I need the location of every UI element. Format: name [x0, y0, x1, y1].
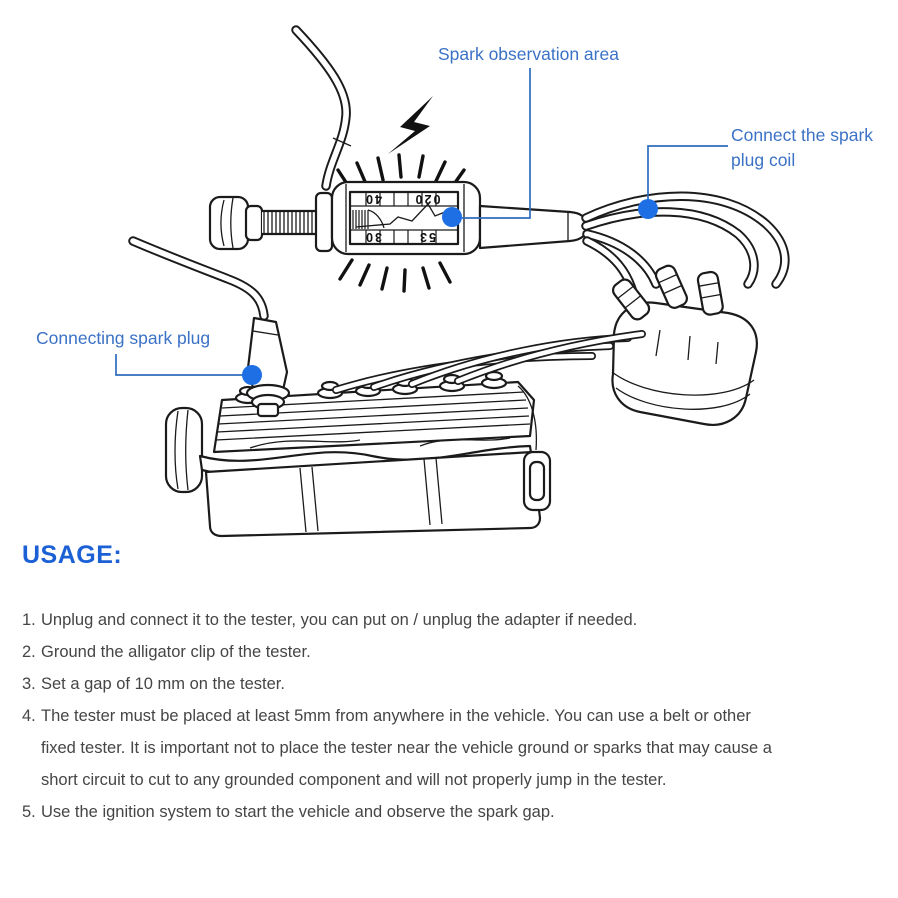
usage-item-3: 3. Set a gap of 10 mm on the tester.	[22, 668, 872, 700]
usage-item-text: Use the ignition system to start the veh…	[41, 803, 555, 821]
usage-item-number: 2.	[22, 643, 36, 661]
usage-item-2: 2. Ground the alligator clip of the test…	[22, 636, 872, 668]
usage-item-text: fixed tester. It is important not to pla…	[41, 739, 772, 757]
gauge-window: 40 020 30 53	[348, 190, 460, 246]
pointer-dot-observation	[442, 207, 462, 227]
distributor-cap	[611, 264, 758, 426]
usage-item-1: 1. Unplug and connect it to the tester, …	[22, 604, 872, 636]
pointer-dot-plug	[242, 365, 262, 385]
callout-leaders	[115, 68, 728, 385]
lightning-bolt-icon	[388, 96, 433, 154]
pointer-dot-coil	[638, 199, 658, 219]
usage-heading: USAGE:	[22, 541, 123, 569]
label-connect-coil-line1: Connect the spark	[731, 125, 874, 145]
label-connecting-spark-plug: Connecting spark plug	[36, 328, 211, 348]
ignition-wires	[332, 330, 646, 394]
tester-nozzle	[478, 204, 589, 250]
gauge-scale-top-left: 40	[364, 192, 382, 206]
spark-tester-diagram: 40 020 30 53	[115, 25, 790, 538]
gauge-scale-bottom-right: 53	[418, 230, 436, 244]
usage-item-text: Unplug and connect it to the tester, you…	[41, 611, 638, 629]
label-connect-spark-plug-coil: Connect the spark plug coil	[731, 123, 873, 173]
gauge-scale-bottom-left: 30	[364, 230, 382, 244]
gauge-scale-top-right: 020	[414, 192, 441, 206]
engine-block	[164, 330, 646, 538]
usage-item-text: short circuit to cut to any grounded com…	[41, 771, 667, 789]
usage-item-number: 1.	[22, 611, 36, 629]
usage-item-text: The tester must be placed at least 5mm f…	[41, 707, 751, 725]
coil-wires	[581, 191, 790, 301]
usage-item-text: Set a gap of 10 mm on the tester.	[41, 675, 285, 693]
usage-item-number: 5.	[22, 803, 36, 821]
usage-item-number: 3.	[22, 675, 36, 693]
spark-rays	[336, 153, 466, 293]
spark-plug-assembly	[128, 236, 291, 418]
usage-item-4: 4. The tester must be placed at least 5m…	[22, 700, 872, 796]
usage-item-text: Ground the alligator clip of the tester.	[41, 643, 311, 661]
label-connect-coil-line2: plug coil	[731, 150, 796, 170]
label-spark-observation-area: Spark observation area	[438, 44, 619, 64]
usage-item-number: 4.	[22, 707, 36, 725]
usage-item-5: 5. Use the ignition system to start the …	[22, 796, 872, 828]
usage-instructions: 1. Unplug and connect it to the tester, …	[22, 604, 872, 828]
tester-top-cable	[291, 25, 352, 191]
